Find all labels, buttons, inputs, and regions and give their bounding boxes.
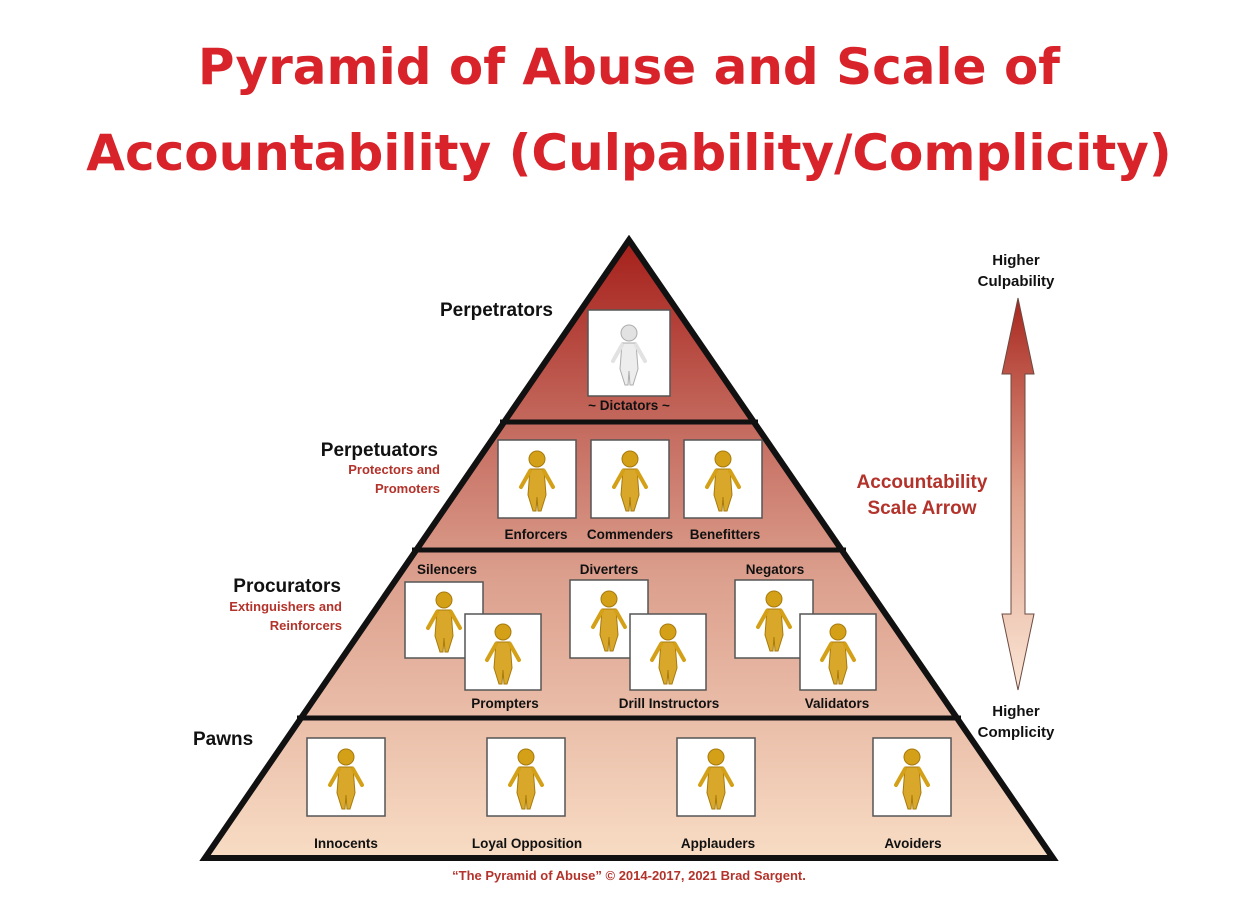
- role-commenders: Commenders: [587, 527, 673, 542]
- scale-bottom-2: Complicity: [978, 724, 1055, 741]
- tier-sub-perpetuators-1: Protectors and: [348, 462, 440, 477]
- role-prompters: Prompters: [471, 696, 539, 711]
- role-innocents: Innocents: [314, 836, 378, 851]
- role-image-prompters: [464, 613, 542, 691]
- role-image-drill-instructors: [629, 613, 707, 691]
- role-image-commenders: [590, 439, 670, 519]
- role-image-loyal-opposition: [486, 737, 566, 817]
- role-validators: Validators: [805, 696, 870, 711]
- scale-top-1: Higher: [992, 252, 1040, 269]
- scale-mid-2: Scale Arrow: [867, 498, 976, 519]
- tier-label-perpetuators: Perpetuators: [321, 440, 438, 461]
- title-line-2: Accountability (Culpability/Complicity): [86, 124, 1171, 182]
- scale-top-2: Culpability: [978, 273, 1055, 290]
- role-negators: Negators: [746, 562, 805, 577]
- accountability-scale-arrow: [1001, 297, 1035, 691]
- tier-label-procurators: Procurators: [233, 576, 341, 597]
- role-drill-instructors: Drill Instructors: [619, 696, 720, 711]
- role-image-dictators: [587, 309, 671, 397]
- tier-sub-perpetuators-2: Promoters: [375, 481, 440, 496]
- role-image-applauders: [676, 737, 756, 817]
- title-line-1: Pyramid of Abuse and Scale of: [198, 38, 1061, 96]
- role-benefitters: Benefitters: [690, 527, 761, 542]
- role-image-benefitters: [683, 439, 763, 519]
- role-applauders: Applauders: [681, 836, 755, 851]
- tier-sub-procurators-1: Extinguishers and: [229, 599, 342, 614]
- role-dictators: ~ Dictators ~: [588, 398, 670, 413]
- role-silencers: Silencers: [417, 562, 477, 577]
- tier-label-perpetrators: Perpetrators: [440, 300, 553, 321]
- scale-bottom-1: Higher: [992, 703, 1040, 720]
- role-image-innocents: [306, 737, 386, 817]
- role-loyal-opposition: Loyal Opposition: [472, 836, 582, 851]
- role-image-enforcers: [497, 439, 577, 519]
- tier-label-pawns: Pawns: [193, 729, 253, 750]
- role-enforcers: Enforcers: [504, 527, 567, 542]
- tier-sub-procurators-2: Reinforcers: [270, 618, 342, 633]
- role-avoiders: Avoiders: [884, 836, 941, 851]
- copyright-footer: “The Pyramid of Abuse” © 2014-2017, 2021…: [452, 868, 806, 883]
- scale-mid-1: Accountability: [857, 472, 988, 493]
- role-image-avoiders: [872, 737, 952, 817]
- role-image-validators: [799, 613, 877, 691]
- role-diverters: Diverters: [580, 562, 639, 577]
